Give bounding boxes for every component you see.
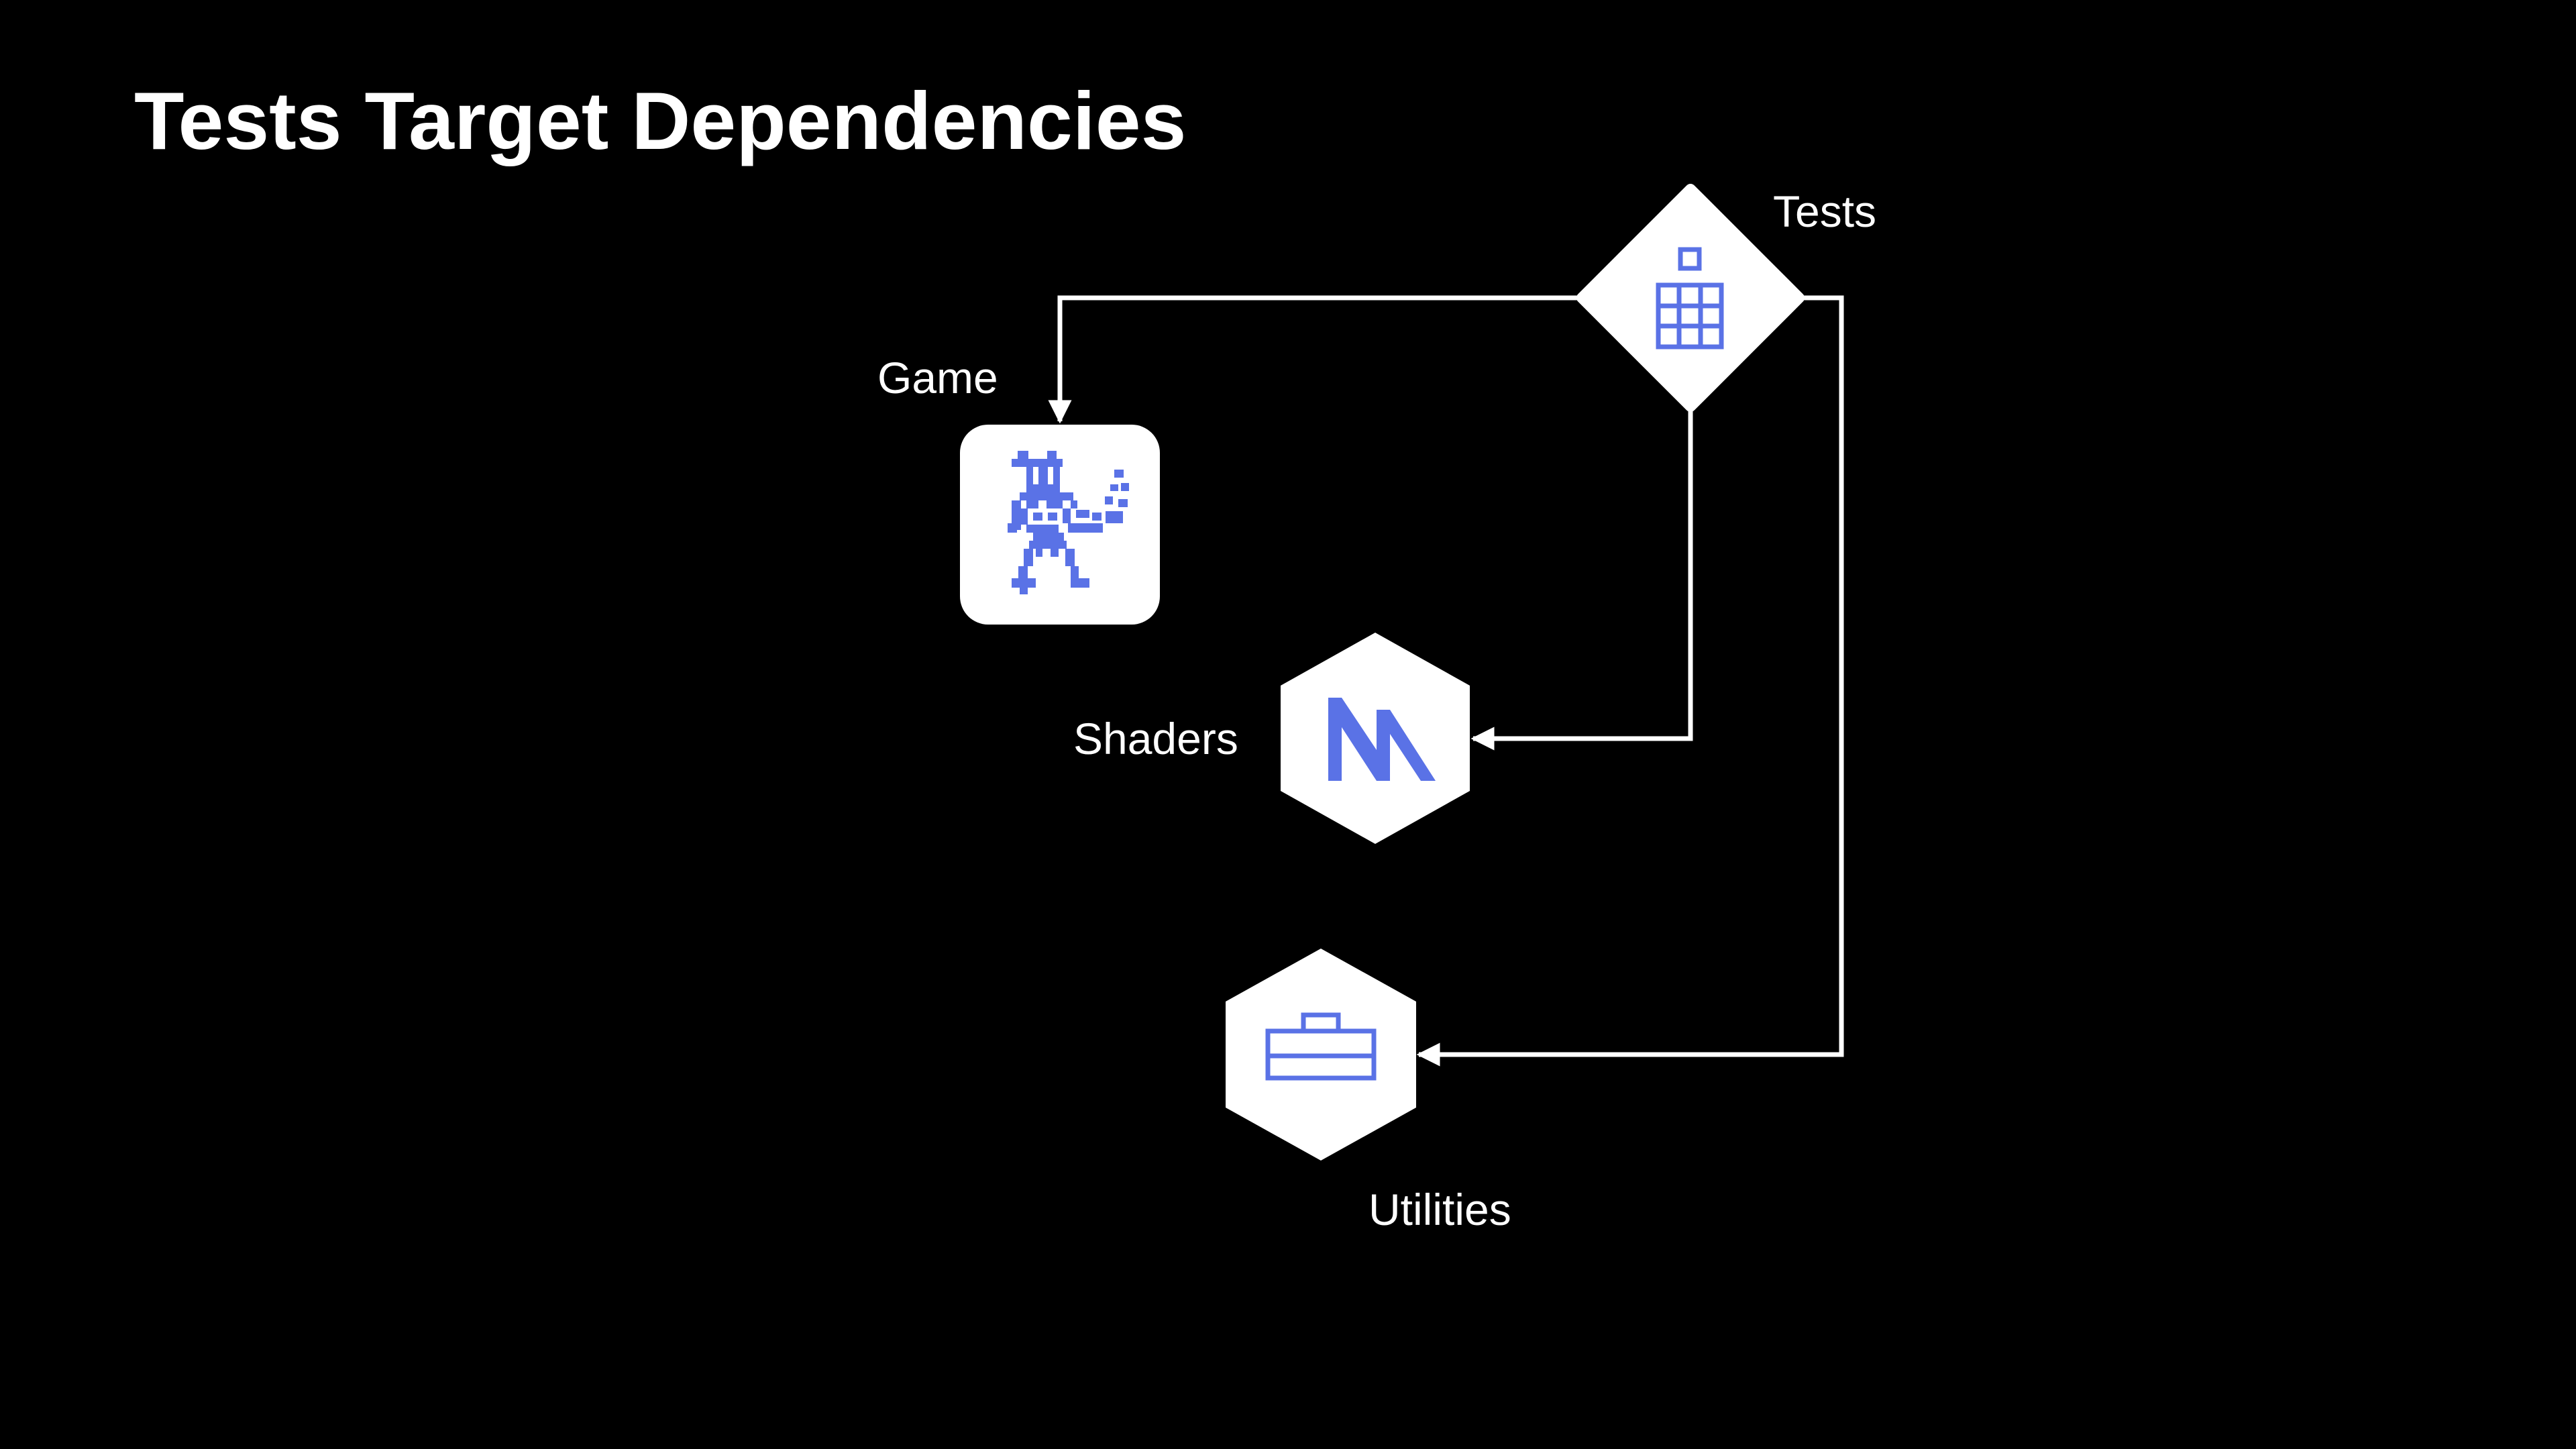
edge-tests-to-game <box>1060 298 1585 421</box>
node-game[interactable] <box>960 425 1160 625</box>
node-label-game: Game <box>877 353 998 402</box>
node-utilities[interactable] <box>1226 949 1416 1161</box>
node-tests[interactable] <box>1582 189 1799 407</box>
page-title: Tests Target Dependencies <box>134 75 1186 166</box>
edge-tests-to-shaders <box>1473 405 1690 739</box>
node-shaders[interactable] <box>1281 633 1470 844</box>
node-label-utilities: Utilities <box>1368 1185 1511 1234</box>
node-label-shaders: Shaders <box>1073 714 1238 763</box>
node-label-tests: Tests <box>1773 186 1876 236</box>
edge-tests-to-utilities <box>1419 298 1841 1055</box>
